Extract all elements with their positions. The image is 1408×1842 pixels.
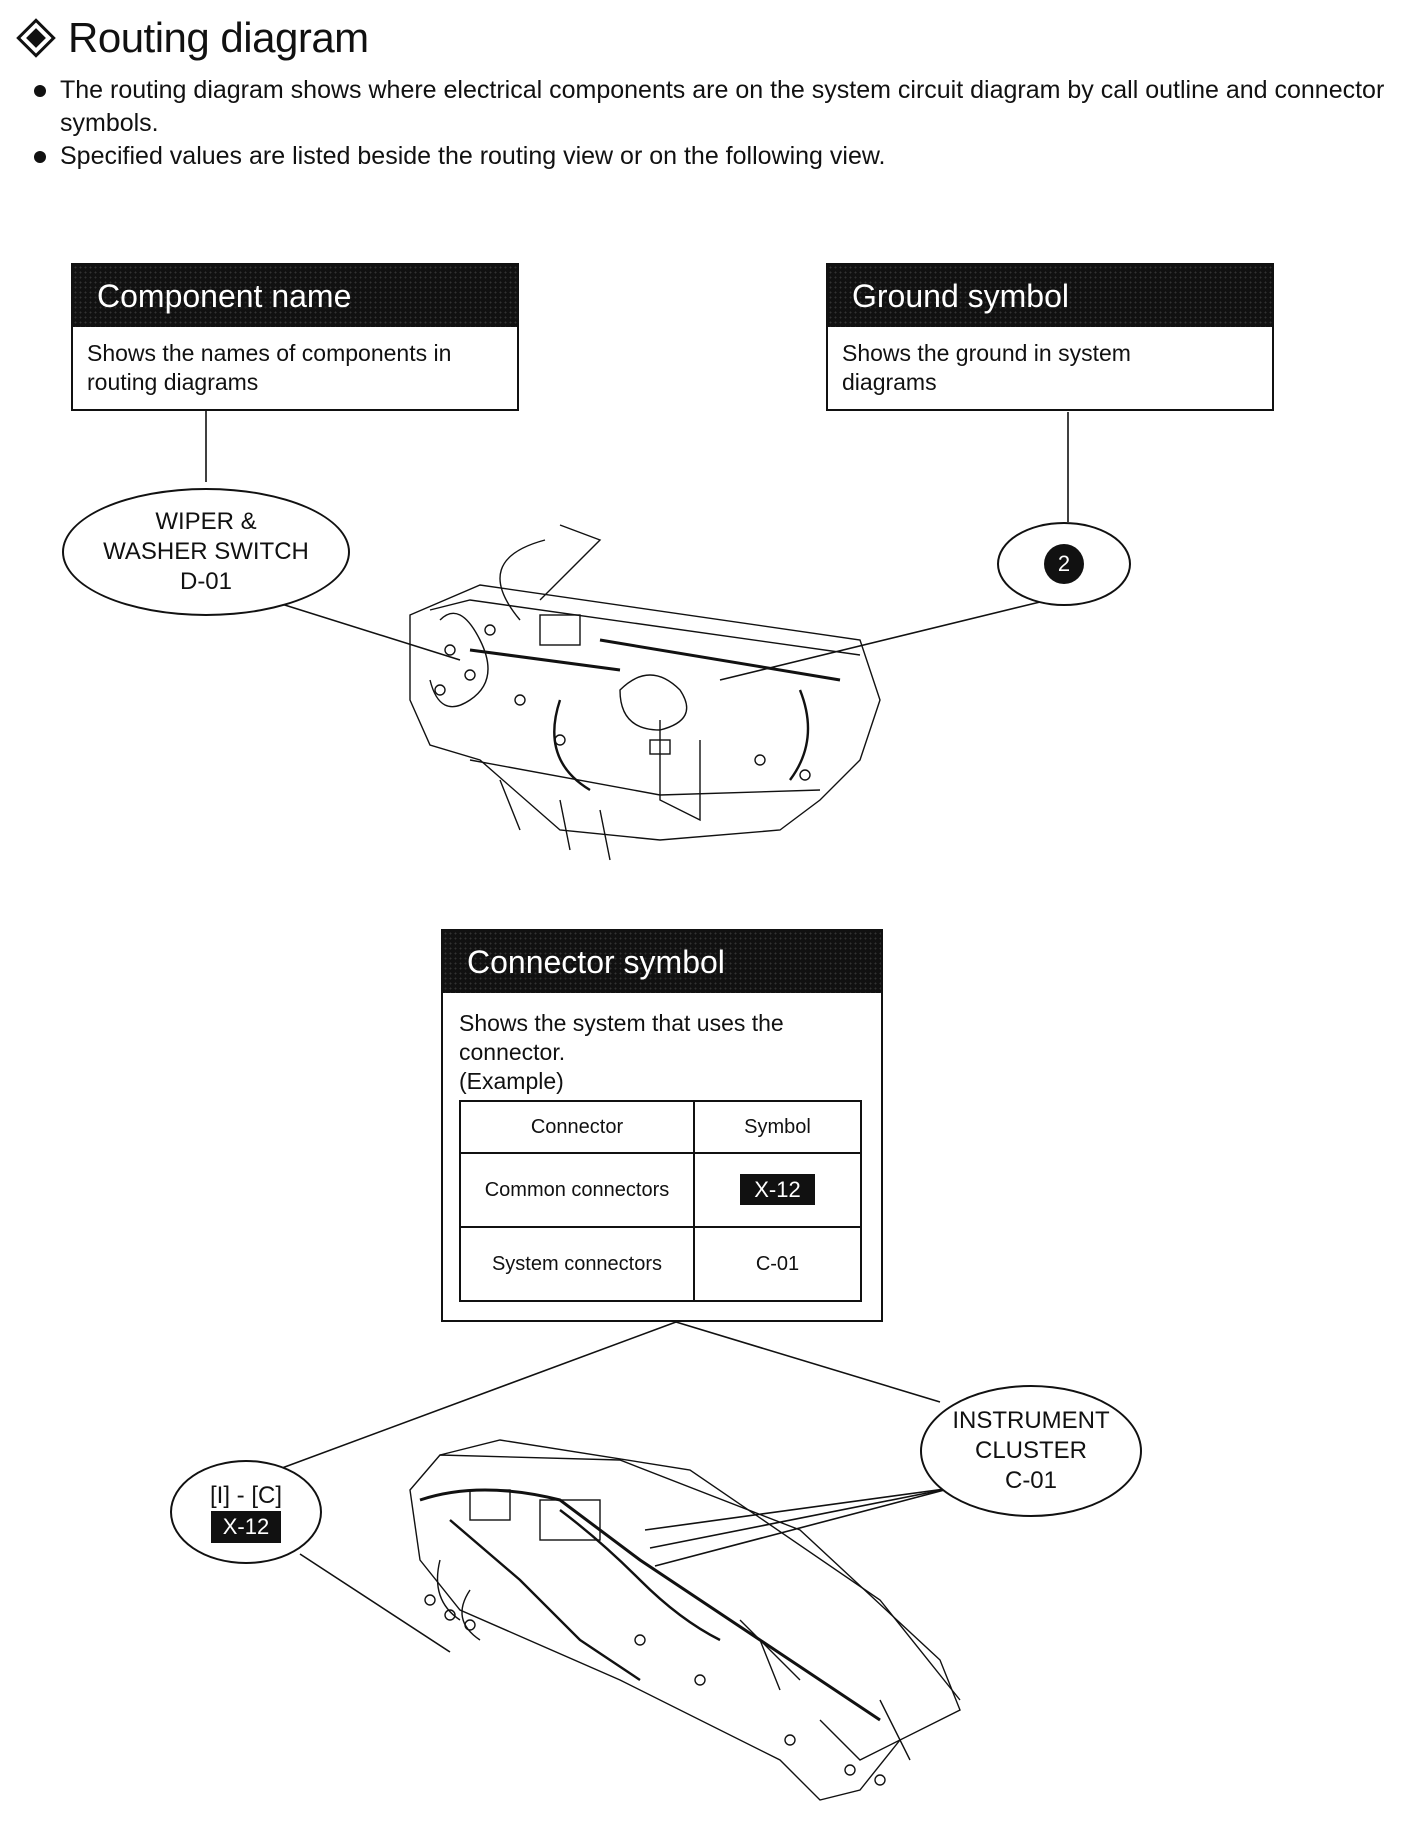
ground-number-icon: 2: [1044, 544, 1084, 584]
callout-text: C-01: [1004, 1467, 1058, 1494]
component-name-header: Component name: [73, 265, 517, 327]
leader-line: [281, 1321, 677, 1469]
leader-line: [644, 1487, 953, 1531]
table-header-cell: Symbol: [693, 1100, 862, 1154]
leader-line: [675, 1321, 941, 1403]
common-connector-callout: [I] - [C] X-12: [170, 1460, 322, 1564]
page-title-text: Routing diagram: [68, 14, 369, 61]
bullet-item: The routing diagram shows where electric…: [34, 74, 1404, 140]
table-row: Common connectors X-12: [459, 1152, 862, 1228]
bullet-item: Specified values are listed beside the r…: [34, 140, 1404, 173]
example-label: (Example): [459, 1068, 564, 1094]
dashboard-wiring-illustration: [409, 524, 881, 861]
ground-symbol-box: Ground symbol Shows the ground in system…: [826, 263, 1274, 411]
leader-line: [299, 1553, 451, 1653]
ground-symbol-header: Ground symbol: [828, 265, 1272, 327]
leader-line: [654, 1487, 953, 1567]
table-cell: Common connectors: [459, 1152, 695, 1228]
intro-bullets: The routing diagram shows where electric…: [34, 74, 1404, 173]
table-cell: C-01: [693, 1226, 862, 1302]
connector-symbol-description: Shows the system that uses the connector…: [459, 1010, 784, 1065]
connector-symbol-content: Shows the system that uses the connector…: [443, 993, 881, 1320]
table-header-row: Connector Symbol: [459, 1100, 862, 1154]
ground-callout: 2: [997, 522, 1131, 606]
leader-line: [255, 595, 461, 661]
component-name-description: Shows the names of components in routing…: [87, 340, 452, 395]
callout-text: [I] - [C]: [210, 1482, 282, 1509]
callout-text: CLUSTER: [974, 1437, 1088, 1464]
connector-example-table: Connector Symbol Common connectors X-12 …: [459, 1100, 862, 1302]
callout-text: WASHER SWITCH: [103, 538, 309, 565]
connector-symbol-header: Connector symbol: [443, 931, 881, 993]
table-header-cell: Connector: [459, 1100, 695, 1154]
instrument-panel-wiring-illustration: [409, 1439, 961, 1801]
common-connector-badge: X-12: [210, 1511, 282, 1543]
page-title: Routing diagram: [14, 14, 369, 62]
table-cell: X-12: [693, 1152, 862, 1228]
callout-text: WIPER &: [155, 508, 257, 535]
component-name-box: Component name Shows the names of compon…: [71, 263, 519, 411]
connector-symbol-box: Connector symbol Shows the system that u…: [441, 929, 883, 1322]
callout-text: D-01: [179, 568, 233, 595]
leader-line: [719, 601, 1041, 681]
wiper-washer-switch-callout: WIPER & WASHER SWITCH D-01: [62, 488, 350, 616]
callout-text: INSTRUMENT: [952, 1407, 1110, 1434]
table-cell: System connectors: [459, 1226, 695, 1302]
common-connector-symbol: X-12: [740, 1173, 815, 1205]
leader-line: [649, 1487, 953, 1549]
ground-symbol-description: Shows the ground in system diagrams: [842, 340, 1131, 395]
table-row: System connectors C-01: [459, 1226, 862, 1302]
instrument-cluster-callout: INSTRUMENT CLUSTER C-01: [920, 1385, 1142, 1517]
